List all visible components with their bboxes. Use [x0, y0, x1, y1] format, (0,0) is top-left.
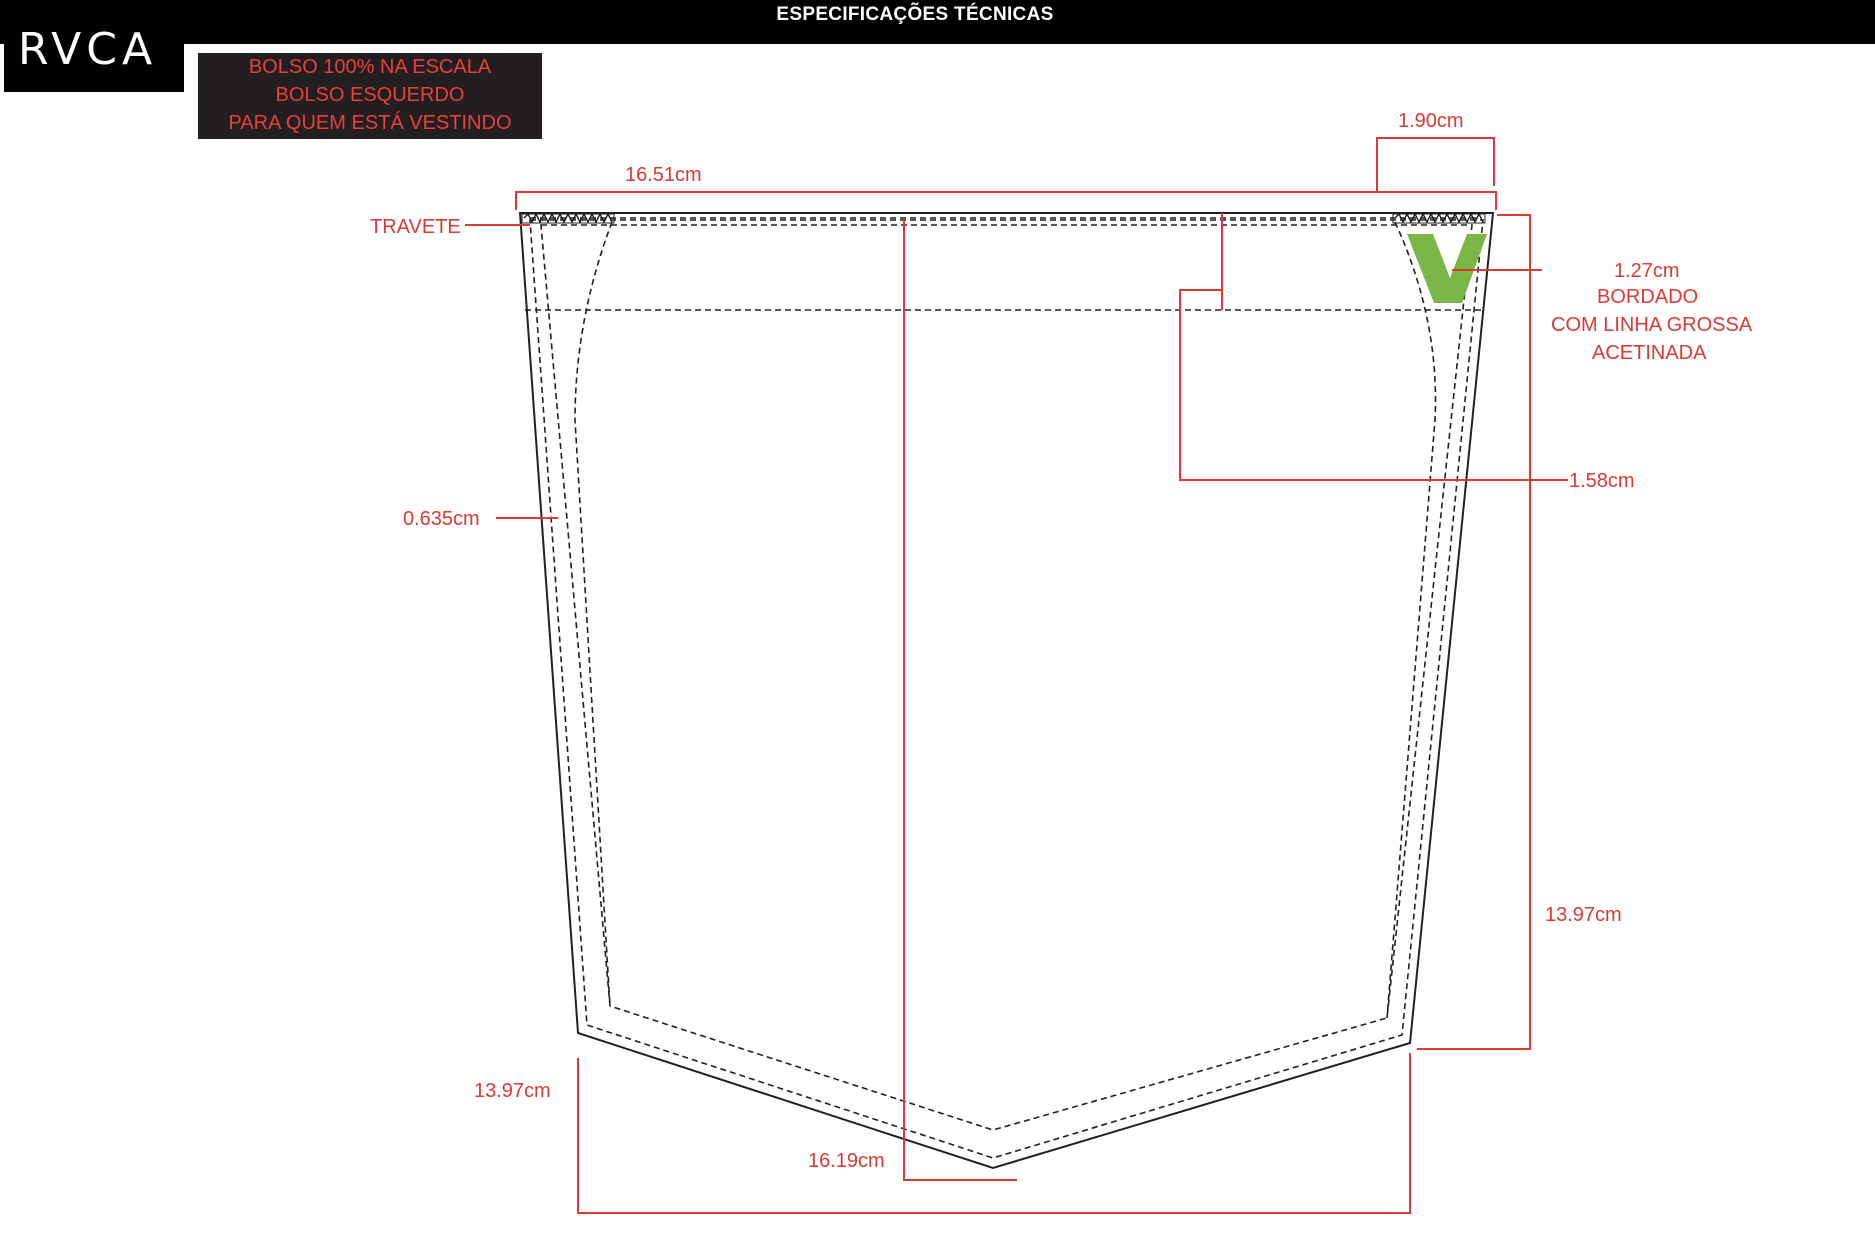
note-line-2: BOLSO ESQUERDO — [275, 84, 465, 106]
pocket-stitch-outer — [529, 219, 1484, 1159]
header-bar: ESPECIFICAÇÕES TÉCNICAS — [0, 0, 1875, 44]
label-embroidery-line2: COM LINHA GROSSA — [1551, 314, 1753, 336]
label-stitch-margin: 0.635cm — [403, 508, 480, 530]
label-side-height: 13.97cm — [1545, 904, 1622, 926]
scale-note: BOLSO 100% NA ESCALA BOLSO ESQUERDO PARA… — [198, 53, 542, 139]
bartack-right — [1392, 212, 1486, 224]
dim-side-height — [1417, 214, 1531, 1050]
label-center-height: 16.19cm — [808, 1150, 885, 1172]
left-curve-stitch — [574, 221, 613, 1007]
label-embroidery-size: 1.27cm — [1614, 260, 1680, 282]
rvca-logo: RVCA — [18, 24, 158, 75]
label-embroidery-line3: ACETINADA — [1592, 342, 1707, 364]
note-line-3: PARA QUEM ESTÁ VESTINDO — [228, 112, 512, 134]
logo-box: RVCA — [4, 4, 184, 92]
pocket-outline — [518, 212, 1495, 1170]
dim-topstitch-leader — [1179, 289, 1568, 481]
embroidery-v-icon — [1407, 234, 1487, 303]
bartack-left — [521, 212, 615, 224]
label-travete: TRAVETE — [370, 216, 461, 238]
dim-top-width — [515, 191, 1497, 210]
label-bottom-width: 13.97cm — [474, 1080, 551, 1102]
label-bartack-spacing: 1.90cm — [1398, 110, 1464, 132]
page-title: ESPECIFICAÇÕES TÉCNICAS — [776, 4, 1054, 25]
pocket-stitch-inner — [540, 224, 1473, 1131]
label-width-top: 16.51cm — [625, 164, 702, 186]
dim-bartack-spacing — [1376, 137, 1495, 192]
note-line-1: BOLSO 100% NA ESCALA — [248, 56, 492, 78]
right-curve-stitch — [1386, 221, 1437, 1019]
label-topstitch-depth: 1.58cm — [1569, 470, 1635, 492]
dim-bottom-width — [577, 1053, 1411, 1214]
label-embroidery-line1: BORDADO — [1597, 286, 1698, 308]
dim-center-height — [903, 220, 1017, 1181]
